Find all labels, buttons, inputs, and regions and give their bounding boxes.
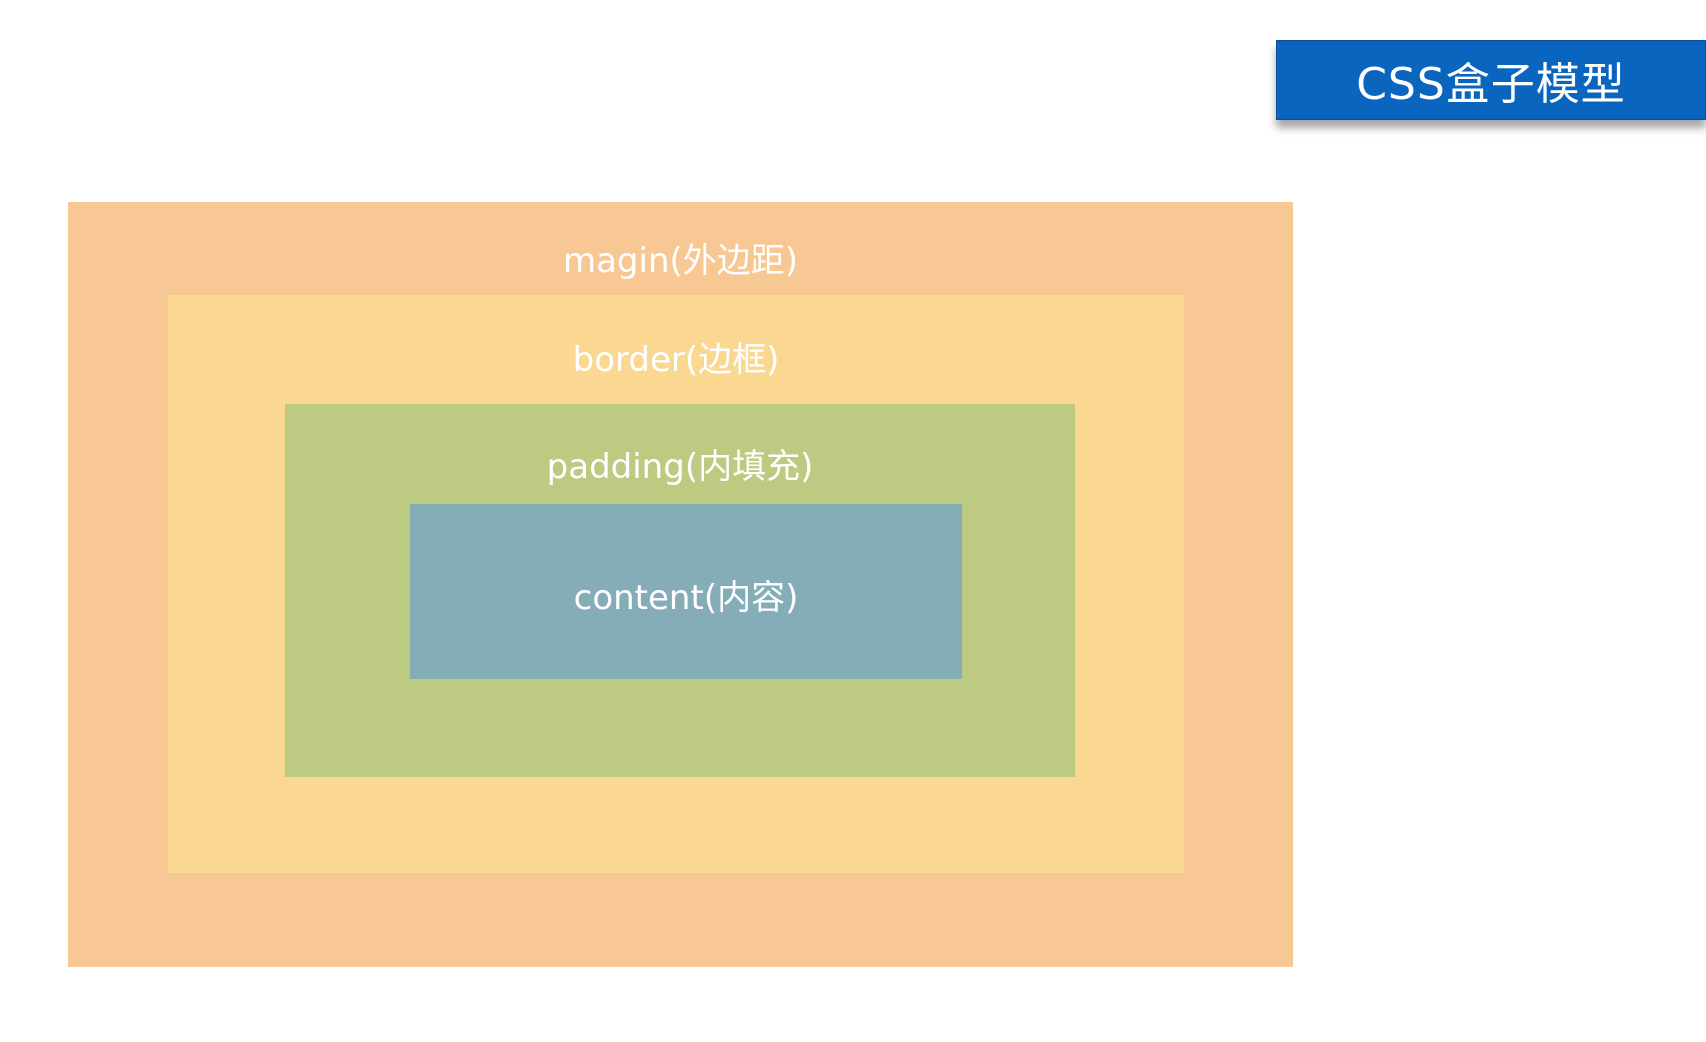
margin-label: magin(外边距)	[562, 241, 799, 281]
title-banner: CSS盒子模型	[1276, 40, 1706, 120]
border-label: border(边框)	[572, 340, 780, 380]
content-label: content(内容)	[573, 578, 799, 618]
padding-label: padding(内填充)	[546, 447, 814, 487]
content-box: content(内容)	[410, 504, 962, 679]
diagram-title: CSS盒子模型	[1356, 59, 1626, 110]
